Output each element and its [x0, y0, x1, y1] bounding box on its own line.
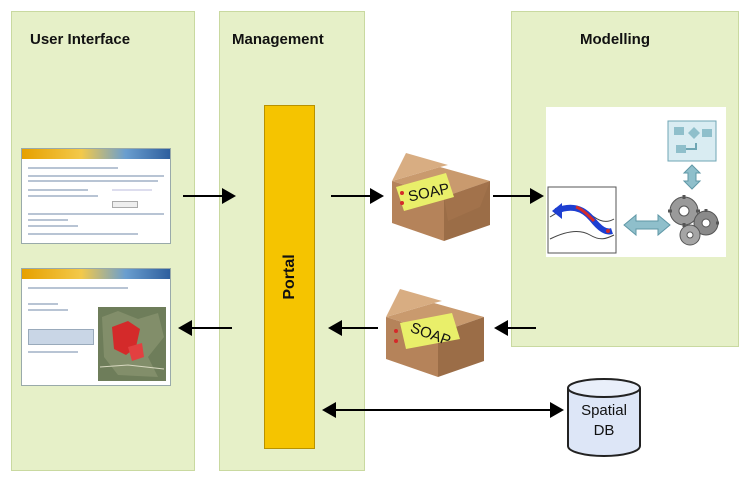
screenshot-header-bar	[22, 149, 170, 159]
modelling-title: Modelling	[580, 31, 650, 48]
soap-box-top: SOAP	[392, 153, 490, 241]
spatial-db-cylinder: Spatial DB	[566, 378, 642, 458]
user-interface-title: User Interface	[30, 31, 131, 48]
database-cylinder-icon	[567, 378, 641, 457]
management-title: Management	[232, 31, 324, 48]
model-graphics	[547, 120, 719, 254]
river-map-icon	[547, 186, 617, 254]
spatial-db-label-line1: Spatial	[581, 402, 627, 419]
web-form-screenshot	[21, 148, 171, 244]
portal-bar: Portal	[264, 105, 315, 449]
vertical-double-arrow	[682, 164, 702, 190]
map-result-screenshot	[21, 268, 171, 386]
spatial-db-label-line2: DB	[593, 422, 615, 439]
gears-icon	[668, 195, 719, 246]
flowchart-icon	[667, 120, 717, 162]
soap-box-bottom: SOAP	[386, 289, 484, 377]
map-thumbnail	[98, 307, 166, 381]
screenshot-header-bar	[22, 269, 170, 279]
double-arrow-icon	[623, 213, 671, 237]
modelling-illustration	[546, 107, 726, 257]
